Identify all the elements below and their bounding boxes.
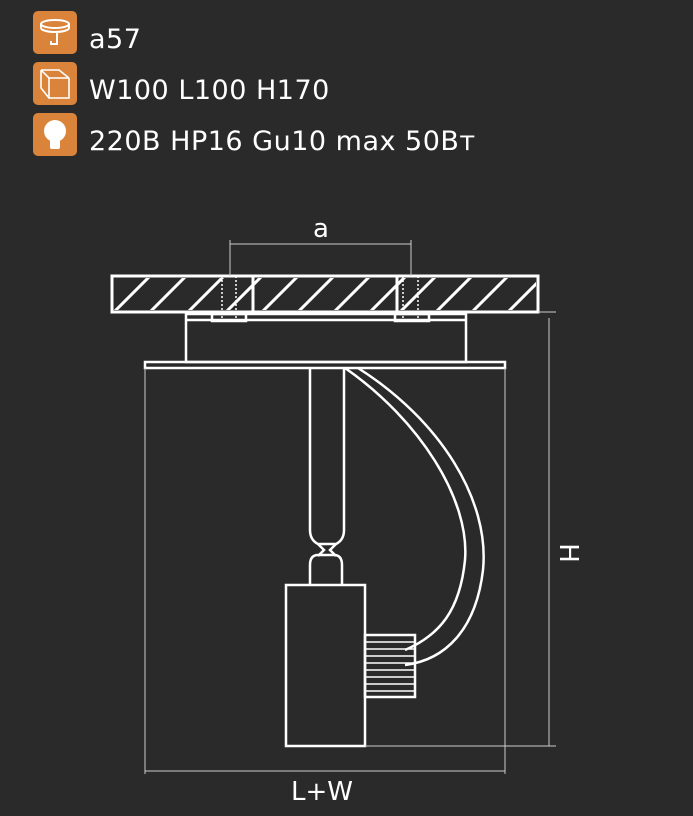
dimension-label-h: H — [553, 543, 583, 563]
dimension-label-lw: L+W — [291, 777, 353, 807]
spec-text: 220В HP16 Gu10 max 50Вт — [89, 126, 476, 157]
dimension-lines — [144, 240, 556, 774]
spec-bulb: 220В HP16 Gu10 max 50Вт — [33, 112, 476, 157]
box-dimensions-icon — [33, 62, 77, 105]
mounting-icon — [33, 11, 77, 54]
mounting-plate — [184, 312, 468, 364]
ceiling-slab — [110, 274, 540, 322]
lamp-arm — [284, 366, 485, 748]
spec-mounting: a57 — [33, 10, 141, 55]
spec-dimensions: W100 L100 H170 — [33, 61, 330, 106]
canopy-bar — [143, 360, 507, 370]
spec-text: W100 L100 H170 — [89, 75, 330, 106]
spec-text: a57 — [89, 24, 142, 55]
bulb-icon — [33, 113, 77, 156]
dimension-label-a: a — [313, 214, 329, 244]
